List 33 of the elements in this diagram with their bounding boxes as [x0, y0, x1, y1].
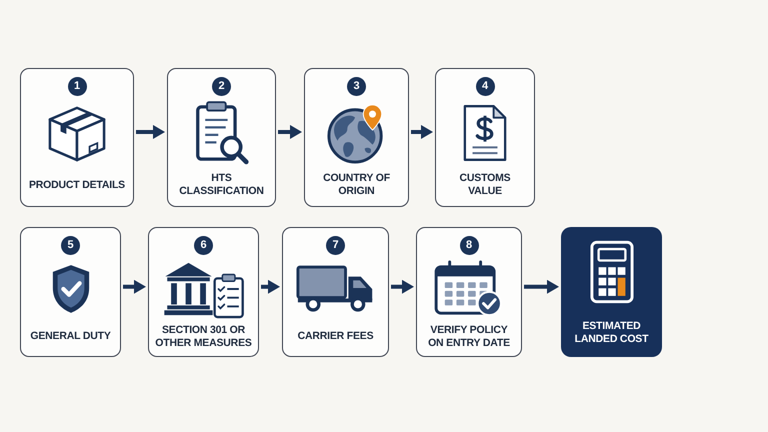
arrow — [524, 280, 559, 294]
step-label: PRODUCT DETAILS — [29, 178, 125, 192]
step-label: VERIFY POLICY ON ENTRY DATE — [427, 324, 511, 350]
arrow — [278, 124, 302, 139]
step-label: SECTION 301 OR OTHER MEASURES — [154, 324, 253, 350]
step-number-badge: 8 — [460, 236, 478, 255]
step-number-badge: 2 — [212, 77, 231, 96]
step-card — [435, 68, 535, 207]
arrow — [136, 124, 165, 139]
step-card — [20, 227, 121, 357]
step-number-badge: 6 — [194, 236, 213, 255]
step-number-badge: 7 — [326, 236, 345, 255]
step-number-badge: 5 — [61, 236, 80, 255]
step-card — [148, 227, 259, 357]
result-card — [561, 227, 662, 357]
arrow — [391, 280, 414, 294]
arrow — [411, 124, 433, 139]
arrow — [261, 280, 280, 294]
step-card — [304, 68, 409, 207]
step-label: GENERAL DUTY — [30, 330, 111, 343]
step-label: CARRIER FEES — [298, 330, 374, 343]
step-card — [416, 227, 522, 357]
step-number-badge: 3 — [347, 77, 366, 96]
step-label: COUNTRY OF ORIGIN — [322, 172, 391, 198]
step-card — [167, 68, 276, 207]
step-label: HTS CLASSIFICATION — [178, 172, 265, 198]
arrow — [123, 280, 146, 294]
step-label: CUSTOMS VALUE — [458, 172, 512, 198]
step-label: ESTIMATED LANDED COST — [574, 320, 650, 346]
step-number-badge: 4 — [476, 77, 494, 96]
step-card — [20, 68, 134, 207]
step-number-badge: 1 — [68, 77, 86, 96]
step-card — [282, 227, 389, 357]
